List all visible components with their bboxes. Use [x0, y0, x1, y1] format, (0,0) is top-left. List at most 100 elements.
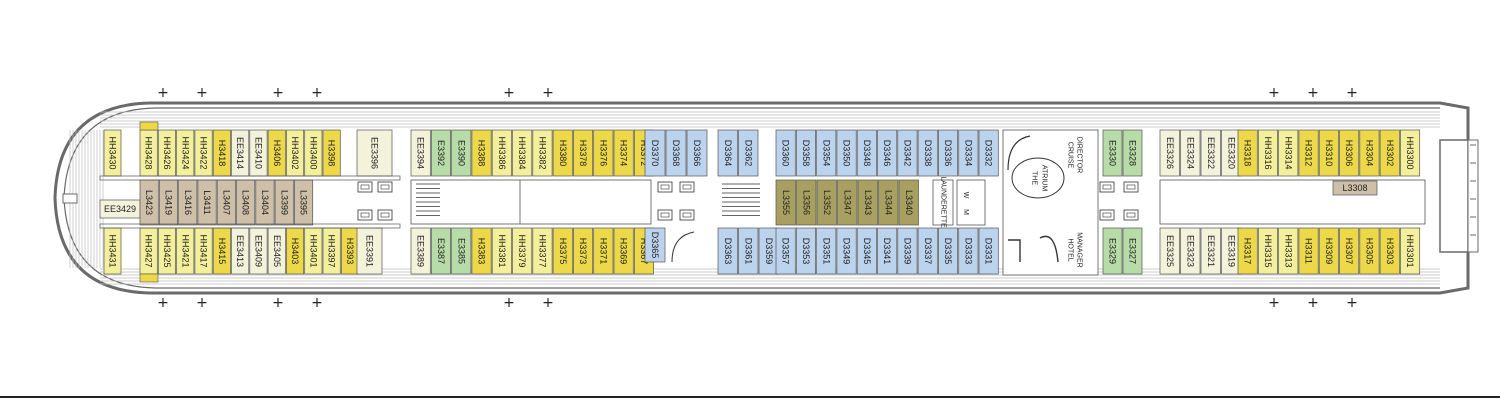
cabin-number: H3398 — [327, 140, 337, 167]
cabin-number: L3340 — [904, 190, 914, 215]
cabin-number: H3305 — [1364, 238, 1374, 265]
cabin-number: L3407 — [221, 190, 231, 215]
cabin-number: HH3377 — [537, 234, 547, 267]
cabin-number: HH3426 — [162, 136, 172, 169]
lift-icon — [377, 181, 393, 193]
cabin-number: D3364 — [723, 140, 733, 167]
cabin-box — [1122, 129, 1143, 177]
cabin: D3341 — [877, 227, 898, 275]
cabin-box — [532, 227, 553, 275]
lifeboat-mark: + — [1307, 85, 1319, 101]
cabin: EE3394 — [410, 129, 431, 177]
cabin-box — [471, 227, 492, 275]
cabin-number: H3307 — [1344, 238, 1354, 265]
lifeboat-mark: + — [542, 85, 554, 101]
cabin-number: H3302 — [1385, 140, 1395, 167]
cabin-number: HH3316 — [1263, 136, 1273, 169]
lift-door — [660, 184, 670, 190]
cabin: EE3322 — [1200, 129, 1221, 177]
cabin-number: H3369 — [619, 238, 629, 265]
cabin: E3390 — [451, 129, 472, 177]
cabin: H3318 — [1237, 129, 1258, 177]
atrium-oval — [1011, 157, 1065, 199]
cabin: HH3301 — [1400, 227, 1421, 275]
hotel-manager-label: MANAGER — [1076, 232, 1083, 267]
cabin-box — [897, 227, 918, 275]
cabin-number: L3404 — [260, 190, 270, 215]
cabin: D3342 — [897, 129, 918, 177]
cabin-box — [775, 227, 796, 275]
cabin-box — [897, 129, 918, 177]
cabin-box — [512, 227, 533, 275]
cabin: D3353 — [795, 227, 816, 275]
cabin-box — [795, 227, 816, 275]
cabin: HH3426 — [157, 129, 176, 177]
cabin: E3387 — [430, 227, 451, 275]
cabin: EE3396 — [356, 129, 393, 177]
cabin: D3357 — [775, 227, 796, 275]
cabin-number: D3368 — [671, 140, 681, 167]
cabin-box — [1379, 129, 1400, 177]
cabin-number: H3306 — [1344, 140, 1354, 167]
cabin: H3403 — [286, 227, 305, 275]
cabin-box — [738, 129, 759, 177]
cabin-number: D3332 — [984, 140, 994, 167]
cabin-number: E3328 — [1128, 140, 1138, 166]
cabin-number: EE3414 — [235, 137, 245, 169]
cabin-number: H3376 — [598, 140, 608, 167]
cabin: D3331 — [978, 227, 999, 275]
cabin-number: H3374 — [619, 140, 629, 167]
cabin-box — [1298, 227, 1319, 275]
cabin-box — [1200, 227, 1221, 275]
cabin-box — [1200, 129, 1221, 177]
aft-corridor — [1159, 179, 1426, 225]
cabin: D3361 — [738, 227, 759, 275]
cabin-box — [938, 129, 959, 177]
cabin-number: D3359 — [764, 238, 774, 265]
lift-box — [657, 181, 673, 193]
cabin: HH3402 — [286, 129, 305, 177]
cabin-number: EE3389 — [416, 235, 426, 267]
cabin-number: HH3382 — [537, 136, 547, 169]
lift-door — [682, 212, 692, 218]
cabin-number: D3366 — [692, 140, 702, 167]
cabin-box — [877, 227, 898, 275]
cabin-box — [877, 129, 898, 177]
cabin: HH3430 — [103, 129, 122, 177]
cabin-number: L3352 — [822, 190, 832, 215]
lifeboat-mark: + — [1346, 85, 1358, 101]
cabin-box — [1102, 129, 1123, 177]
cabin: H3311 — [1298, 227, 1319, 275]
cabin-box — [816, 227, 837, 275]
cabin-number: D3333 — [963, 238, 973, 265]
cabin-number: EE3319 — [1226, 235, 1236, 267]
cabin-number: D3370 — [650, 140, 660, 167]
cabin: H3388 — [471, 129, 492, 177]
stern-structure — [1439, 139, 1469, 253]
cabin-box — [1379, 227, 1400, 275]
cabin: D3365 — [644, 227, 666, 263]
cabin-number: H3380 — [558, 140, 568, 167]
cabin: L3352 — [816, 179, 837, 226]
cabin: H3378 — [573, 129, 594, 177]
cabin-box — [1359, 227, 1380, 275]
cabin-box — [451, 129, 472, 177]
cabin-box — [958, 227, 979, 275]
cabin: E3330 — [1102, 129, 1123, 177]
cabin: E3385 — [451, 227, 472, 275]
cabin: HH3382 — [532, 129, 553, 177]
lifeboat-mark: + — [1307, 295, 1319, 311]
cabin: D3350 — [836, 129, 857, 177]
cabin-number: D3358 — [801, 140, 811, 167]
cabin-number: HH3384 — [517, 136, 527, 169]
cabin: EE3429 — [99, 199, 141, 219]
cabin-number: H3388 — [477, 140, 487, 167]
lifeboat-mark: + — [196, 85, 208, 101]
cabin-number: D3348 — [862, 140, 872, 167]
cabin-number: D3360 — [781, 140, 791, 167]
cabin: H3310 — [1318, 129, 1339, 177]
cabin-box — [532, 129, 553, 177]
wall — [1008, 239, 1021, 262]
corridor — [99, 175, 401, 181]
cabin-box — [917, 227, 938, 275]
